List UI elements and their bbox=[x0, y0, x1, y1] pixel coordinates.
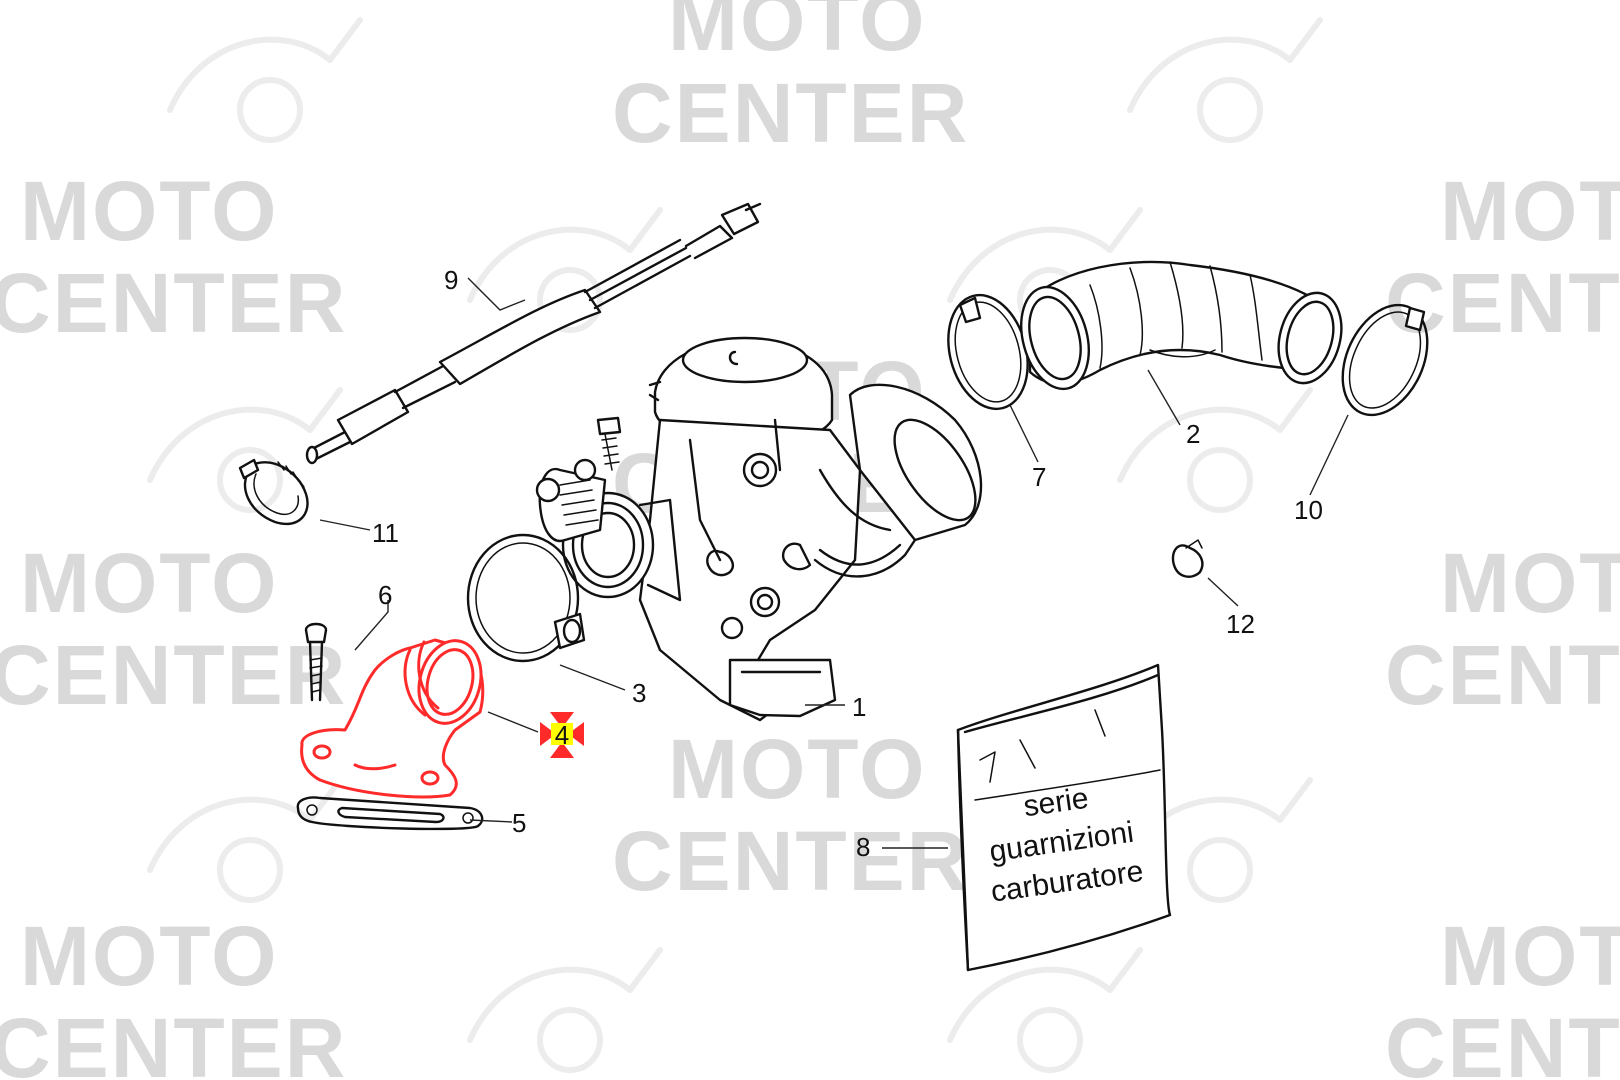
callout-labels: 9 11 6 3 1 5 8 7 2 10 12 bbox=[372, 265, 1323, 862]
watermark-text: CENTER bbox=[612, 66, 969, 160]
watermark-text: MOTO bbox=[668, 722, 926, 816]
callout-10[interactable]: 10 bbox=[1294, 495, 1323, 525]
part-10-hose-clamp[interactable] bbox=[1326, 291, 1444, 428]
callout-8[interactable]: 8 bbox=[856, 832, 870, 862]
part-4-intake-manifold[interactable] bbox=[300, 634, 490, 799]
callout-11[interactable]: 11 bbox=[372, 518, 399, 548]
watermark-text: CENTER bbox=[1385, 256, 1620, 350]
watermark-text: MOTO bbox=[1440, 164, 1620, 258]
callout-2[interactable]: 2 bbox=[1186, 419, 1200, 449]
selected-label-bg bbox=[551, 723, 573, 745]
watermark-text: CENTER bbox=[0, 1001, 347, 1080]
watermark-text: CENTER bbox=[1385, 1001, 1620, 1080]
leader-2 bbox=[1147, 369, 1181, 426]
part-8-gasket-kit-bag[interactable] bbox=[956, 663, 1172, 972]
selection-marker-bottom bbox=[550, 742, 574, 758]
watermark-text: MOTO bbox=[20, 909, 278, 1003]
callout-4[interactable]: 4 bbox=[555, 720, 569, 750]
leader-9 bbox=[467, 277, 526, 311]
callout-3[interactable]: 3 bbox=[632, 678, 646, 708]
part-3-clamp[interactable] bbox=[466, 533, 586, 663]
leader-lines bbox=[319, 277, 1349, 849]
part-5-gasket[interactable] bbox=[296, 796, 484, 831]
part-7-hose-clamp[interactable] bbox=[936, 286, 1039, 418]
callout-5[interactable]: 5 bbox=[512, 808, 526, 838]
callout-9[interactable]: 9 bbox=[444, 265, 458, 295]
watermark-text: CENTER bbox=[0, 256, 347, 350]
part-9-cable[interactable] bbox=[305, 202, 762, 465]
selection-marker-top bbox=[550, 712, 574, 728]
leader-3 bbox=[559, 664, 626, 691]
callout-1[interactable]: 1 bbox=[852, 692, 866, 722]
part-6-bolt[interactable] bbox=[304, 622, 328, 702]
watermark-text: CENTER bbox=[0, 628, 347, 722]
part-1-carburetor[interactable] bbox=[535, 336, 991, 722]
selection-marker-right bbox=[568, 722, 584, 746]
watermark-text: CENTER bbox=[1385, 628, 1620, 722]
callout-12[interactable]: 12 bbox=[1226, 609, 1255, 639]
watermark-text: MOTO bbox=[1440, 909, 1620, 1003]
callout-7[interactable]: 7 bbox=[1032, 462, 1046, 492]
leader-10 bbox=[1309, 414, 1349, 496]
part-11-clamp[interactable] bbox=[238, 458, 309, 525]
callout-6[interactable]: 6 bbox=[378, 580, 392, 610]
leader-7 bbox=[1009, 404, 1039, 463]
part-12-clip[interactable] bbox=[1171, 539, 1204, 578]
watermark-text: MOTO bbox=[20, 164, 278, 258]
leader-5 bbox=[469, 819, 513, 823]
leader-12 bbox=[1207, 577, 1239, 607]
watermark-text: MOTO bbox=[668, 0, 926, 68]
selection-marker-left bbox=[540, 722, 556, 746]
watermark-text: MOTO bbox=[20, 536, 278, 630]
part-2-intake-duct[interactable] bbox=[1011, 260, 1351, 397]
callout-4-selected[interactable]: 4 bbox=[540, 712, 584, 758]
watermark-text: MOTO bbox=[1440, 536, 1620, 630]
watermark-text: CENTER bbox=[612, 814, 969, 908]
leader-4 bbox=[487, 711, 539, 733]
leader-6 bbox=[354, 600, 389, 651]
leader-11 bbox=[319, 519, 371, 531]
